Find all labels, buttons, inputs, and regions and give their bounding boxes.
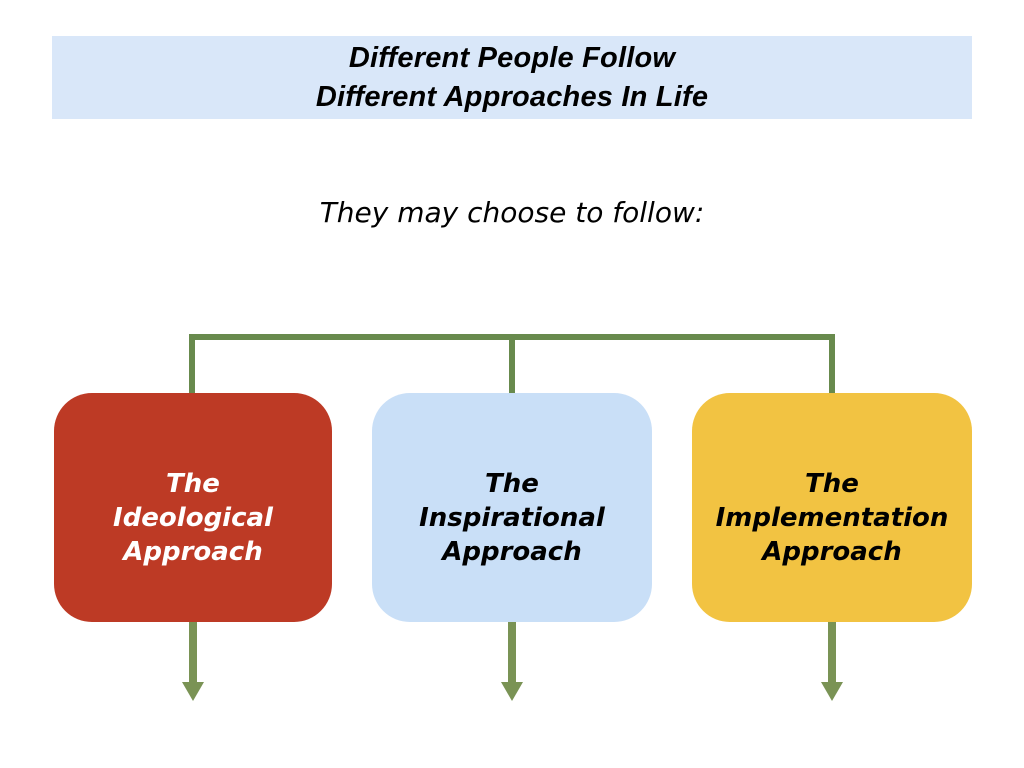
approach-box-inspirational-label: The Inspirational Approach (419, 468, 605, 567)
approach-box-ideological: The Ideological Approach (54, 393, 332, 622)
down-arrow-left (182, 622, 204, 701)
approach-box-inspirational: The Inspirational Approach (372, 393, 652, 622)
approach-box-implementation: The Implementation Approach (692, 393, 972, 622)
approach-box-implementation-label: The Implementation Approach (715, 468, 949, 567)
down-arrow-middle (501, 622, 523, 701)
title-banner: Different People Follow Different Approa… (52, 36, 972, 119)
slide-title: Different People Follow Different Approa… (315, 41, 709, 113)
approach-box-ideological-label: The Ideological Approach (113, 468, 273, 567)
connector-tree-line (189, 334, 835, 398)
subtitle-text: They may choose to follow: (319, 196, 705, 229)
down-arrow-right (821, 622, 843, 701)
